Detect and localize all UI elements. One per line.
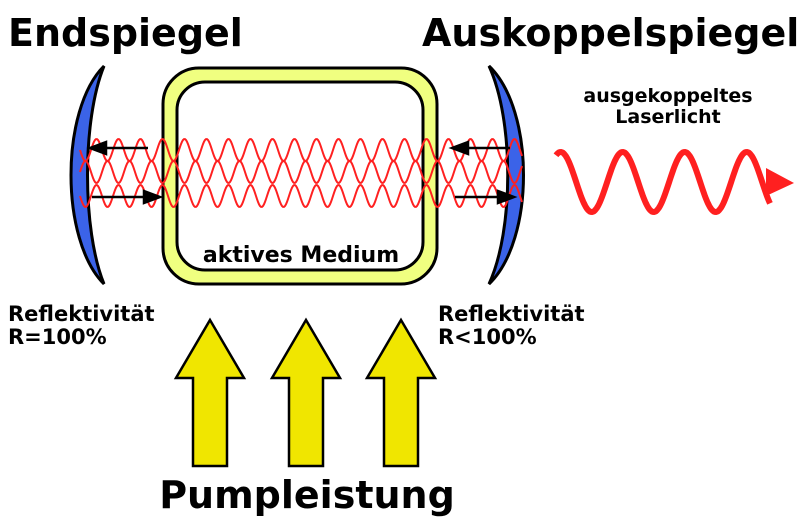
pump-label: Pumpleistung [159,473,455,517]
pump-arrows [173,317,438,468]
end-mirror [69,64,106,286]
output-mirror-title: Auskoppelspiegel [422,11,799,55]
pump-arrow-3 [364,317,438,468]
output-reflectivity-label: Reflektivität [438,302,585,326]
end-mirror-title: Endspiegel [8,11,243,55]
output-mirror [487,64,525,286]
end-reflectivity-label: Reflektivität [8,302,155,326]
wave-2 [79,160,523,184]
output-laser-wave [553,148,773,216]
wave-3 [79,184,523,208]
cavity-arrows [86,140,518,205]
wave-1 [79,138,523,162]
pump-arrow-1 [173,317,247,468]
pump-arrow-2 [269,317,343,468]
output-laser-arrowhead [766,168,794,196]
output-light-label-line2: Laserlicht [615,106,720,128]
output-reflectivity-value: R<100% [438,325,537,349]
output-light-label-line1: ausgekoppeltes [583,85,752,107]
intracavity-waves [79,138,523,208]
active-medium-label: aktives Medium [203,243,399,268]
end-reflectivity-value: R=100% [8,325,107,349]
